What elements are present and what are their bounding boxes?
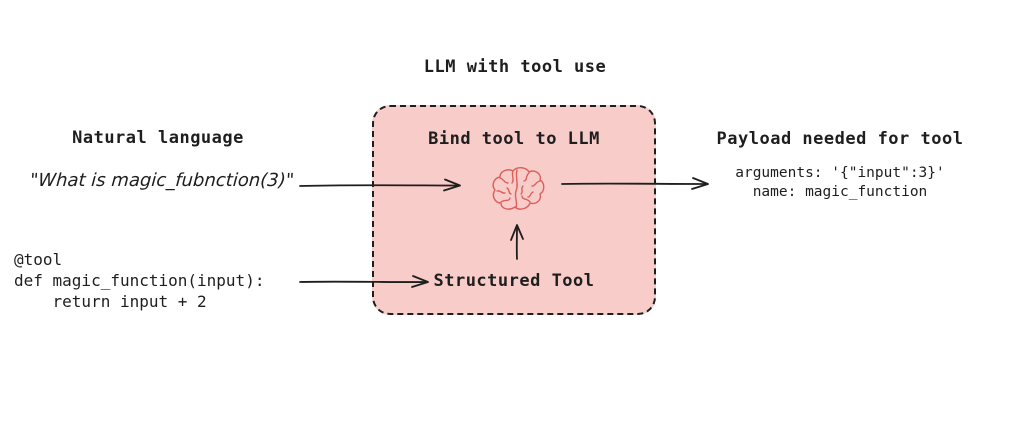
payload-heading: Payload needed for tool xyxy=(716,129,964,149)
tool-code-block: @tool def magic_function(input): return … xyxy=(14,250,265,311)
natural-language-quote: "What is magic_fubnction(3)" xyxy=(29,170,295,191)
structured-tool-label: Structured Tool xyxy=(433,271,595,291)
brain-icon xyxy=(489,166,545,212)
natural-language-heading: Natural language xyxy=(72,128,244,148)
diagram-title: LLM with tool use xyxy=(423,57,607,77)
payload-text: arguments: '{"input":3}' name: magic_fun… xyxy=(735,165,945,200)
bind-tool-heading: Bind tool to LLM xyxy=(428,129,600,149)
